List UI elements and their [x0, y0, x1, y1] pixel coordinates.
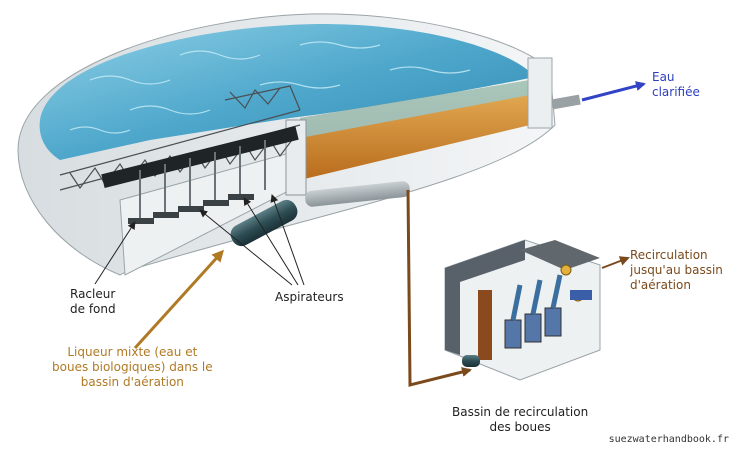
effluent-pipe [551, 94, 581, 110]
watermark: suezwaterhandbook.fr [608, 434, 729, 445]
suction-pipes [139, 140, 266, 220]
outlet-valves [560, 264, 592, 302]
effluent-box [527, 57, 553, 129]
recirculation-basin [444, 239, 601, 381]
water-surface [39, 24, 531, 160]
aspirateurs-leader-3 [270, 194, 305, 286]
inlet-stub [462, 355, 480, 367]
clarifier-tank [17, 13, 556, 276]
inlet-pipe [230, 199, 298, 247]
racleur-leader [94, 221, 136, 285]
clarified-water-arrow [581, 81, 646, 102]
label-eau-clarifiee: Eau clarifiée [652, 70, 700, 99]
label-bassin-recirculation: Bassin de recirculation des boues [452, 405, 589, 434]
mixed-liquor-arrow [133, 249, 225, 350]
sludge-flow-line [406, 189, 472, 387]
aspirateurs-leader-2 [243, 197, 299, 286]
sludge-outlet-pipe [305, 181, 410, 207]
recirculation-arrow [601, 256, 630, 269]
label-liqueur-mixte: Liqueur mixte (eau et boues biologiques)… [52, 345, 213, 389]
label-recirculation-aeration: Recirculation jusqu'au bassin d'aération [630, 248, 723, 292]
scraper-blades [128, 194, 254, 224]
aspirateurs-leader-1 [199, 209, 293, 286]
label-aspirateurs: Aspirateurs [275, 290, 344, 304]
pump-units [504, 274, 563, 349]
scraper-beam [101, 126, 299, 188]
label-racleur-de-fond: Racleur de fond [70, 287, 116, 316]
